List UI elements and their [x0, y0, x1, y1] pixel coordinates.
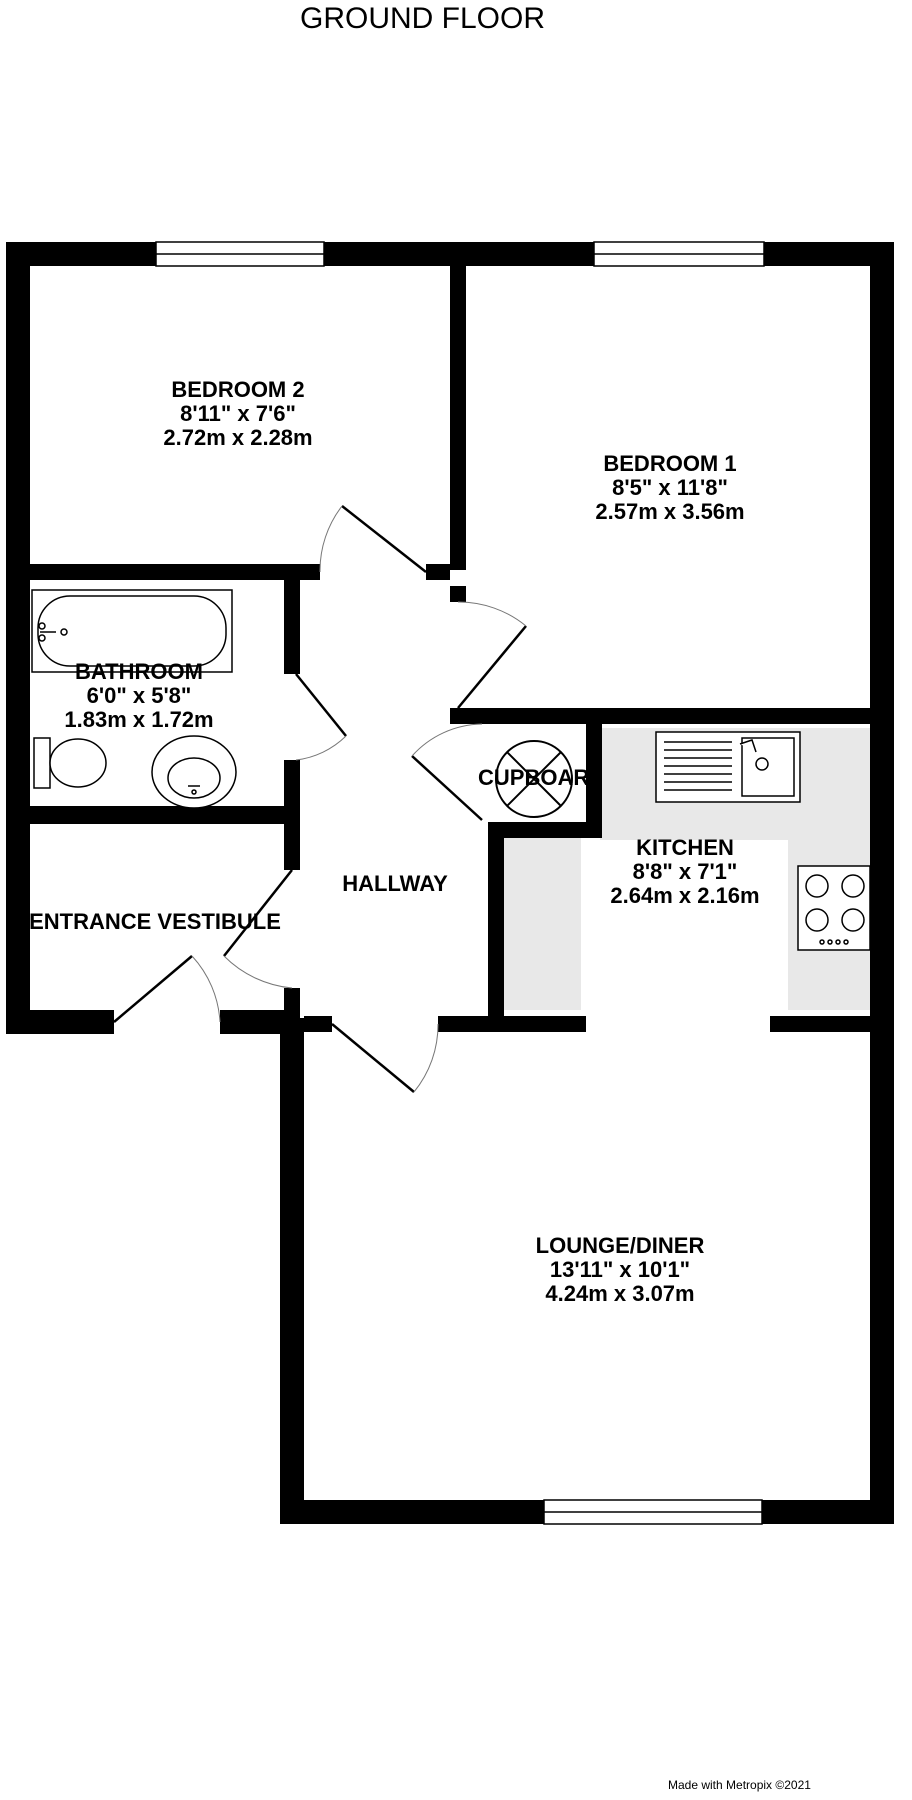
room-name: BATHROOM — [75, 659, 203, 684]
room-label-entrance-vestibule: ENTRANCE VESTIBULE — [30, 910, 300, 934]
washbasin — [151, 735, 237, 809]
room-name: LOUNGE/DINER — [535, 1233, 705, 1258]
room-label-cupboard: CUPBOARD — [478, 766, 586, 790]
room-name: CUPBOARD — [478, 766, 586, 790]
room-metric: 4.24m x 3.07m — [545, 1281, 695, 1306]
windows — [155, 241, 765, 1525]
room-name: BEDROOM 2 — [171, 377, 305, 402]
room-imperial: 8'5" x 11'8" — [612, 475, 728, 500]
toilet — [33, 737, 107, 789]
door-vestibule — [223, 869, 293, 989]
doors — [113, 505, 527, 1093]
room-imperial: 8'11" x 7'6" — [180, 401, 296, 426]
room-label-bathroom: BATHROOM 6'0" x 5'8" 1.83m x 1.72m — [34, 660, 244, 732]
room-imperial: 13'11" x 10'1" — [549, 1257, 691, 1282]
kitchen-sink — [655, 731, 801, 803]
room-label-hallway: HALLWAY — [320, 872, 470, 896]
door-bathroom — [295, 673, 347, 761]
room-name: BEDROOM 1 — [603, 451, 737, 476]
credit-text: Made with Metropix ©2021 — [668, 1778, 811, 1792]
room-label-bedroom-2: BEDROOM 2 8'11" x 7'6" 2.72m x 2.28m — [98, 378, 378, 450]
hob — [797, 865, 871, 951]
room-metric: 2.57m x 3.56m — [595, 499, 745, 524]
door-entrance — [113, 955, 221, 1023]
room-imperial: 6'0" x 5'8" — [86, 683, 192, 708]
room-label-kitchen: KITCHEN 8'8" x 7'1" 2.64m x 2.16m — [585, 836, 785, 908]
room-name: HALLWAY — [342, 871, 448, 896]
room-imperial: 8'8" x 7'1" — [632, 859, 738, 884]
room-metric: 2.64m x 2.16m — [610, 883, 760, 908]
room-metric: 2.72m x 2.28m — [163, 425, 313, 450]
door-cupboard — [411, 723, 483, 821]
room-name: KITCHEN — [636, 835, 734, 860]
boiler-symbol — [495, 740, 573, 818]
door-bedroom-1 — [457, 601, 527, 709]
room-label-lounge-diner: LOUNGE/DINER 13'11" x 10'1" 4.24m x 3.07… — [470, 1234, 770, 1306]
room-name: ENTRANCE VESTIBULE — [30, 910, 281, 934]
door-lounge — [331, 1023, 439, 1093]
bathtub — [31, 589, 233, 673]
room-label-bedroom-1: BEDROOM 1 8'5" x 11'8" 2.57m x 3.56m — [530, 452, 810, 524]
room-metric: 1.83m x 1.72m — [64, 707, 214, 732]
walls — [6, 242, 894, 1524]
door-bedroom-2 — [319, 505, 427, 573]
floor-title: GROUND FLOOR — [299, 2, 545, 35]
